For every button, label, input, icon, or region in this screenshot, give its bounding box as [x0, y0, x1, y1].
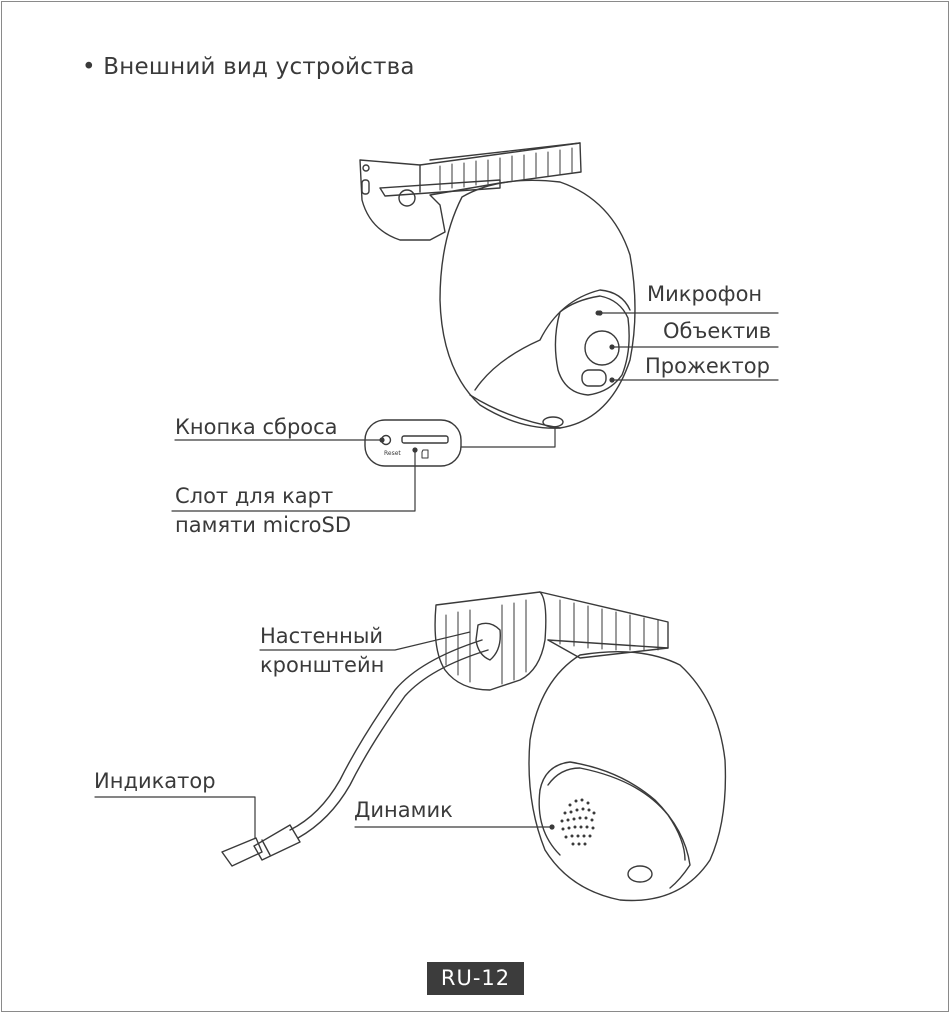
top-wall-bracket	[360, 143, 581, 240]
label-reset-button: Кнопка сброса	[175, 417, 338, 438]
label-spotlight: Прожектор	[645, 356, 770, 377]
label-wall-mount-line1: Настенный	[260, 626, 383, 647]
label-microphone: Микрофон	[647, 284, 762, 305]
label-speaker: Динамик	[354, 800, 453, 821]
label-sd-slot-line1: Слот для карт	[175, 486, 333, 507]
bottom-camera-body	[529, 652, 725, 901]
label-wall-mount-line2: кронштейн	[260, 655, 384, 676]
bottom-wall-bracket	[435, 592, 668, 690]
label-sd-slot-line2: памяти microSD	[175, 515, 351, 536]
label-lens: Объектив	[663, 321, 771, 342]
speaker-grille	[561, 799, 596, 846]
reset-text: Reset	[384, 450, 401, 457]
page-number: RU-12	[427, 962, 524, 995]
sd-slot	[402, 436, 448, 443]
reset-sd-detail	[365, 420, 461, 466]
label-indicator: Индикатор	[94, 771, 216, 792]
top-camera-body	[440, 180, 635, 428]
